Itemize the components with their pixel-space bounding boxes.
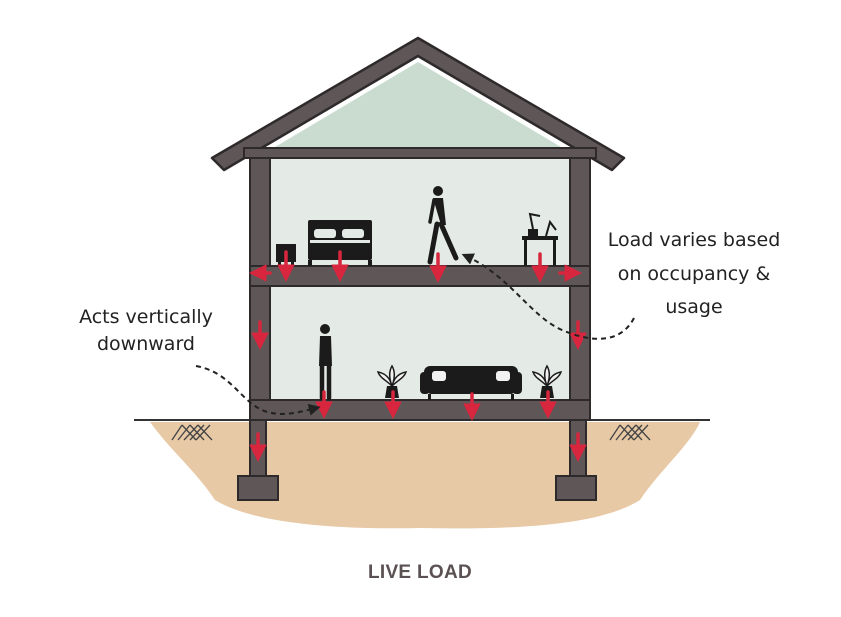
annotation-right-line3: usage [665,296,722,318]
bed-icon [308,220,372,266]
right-leader-line [461,253,635,340]
annotation-left-line2: downward [97,333,195,355]
standing-person-icon [319,324,332,401]
right-wall [569,157,591,421]
diagram-caption: LIVE LOAD [368,562,472,583]
attic-floor-beam [243,147,597,159]
ground-soil [150,422,700,529]
load-arrows [249,250,587,462]
desk-lamp-icon [522,212,558,266]
annotation-right-line1: Load varies based [608,229,781,251]
ground-floor-slab [249,399,591,421]
left-footing [237,475,279,501]
left-wall [249,157,271,421]
right-footing [555,475,597,501]
annotation-left-line1: Acts vertically [79,306,213,328]
sofa-icon [420,366,522,400]
grass-tuft-left-icon [171,424,213,441]
roof [210,36,626,172]
left-leader-line [195,365,321,416]
annotation-right-line2: on occupancy & [618,263,771,285]
plant-icon [531,364,563,398]
attic-space [270,62,566,150]
walking-person-icon [427,186,459,265]
grass-tuft-right-icon [609,424,651,441]
